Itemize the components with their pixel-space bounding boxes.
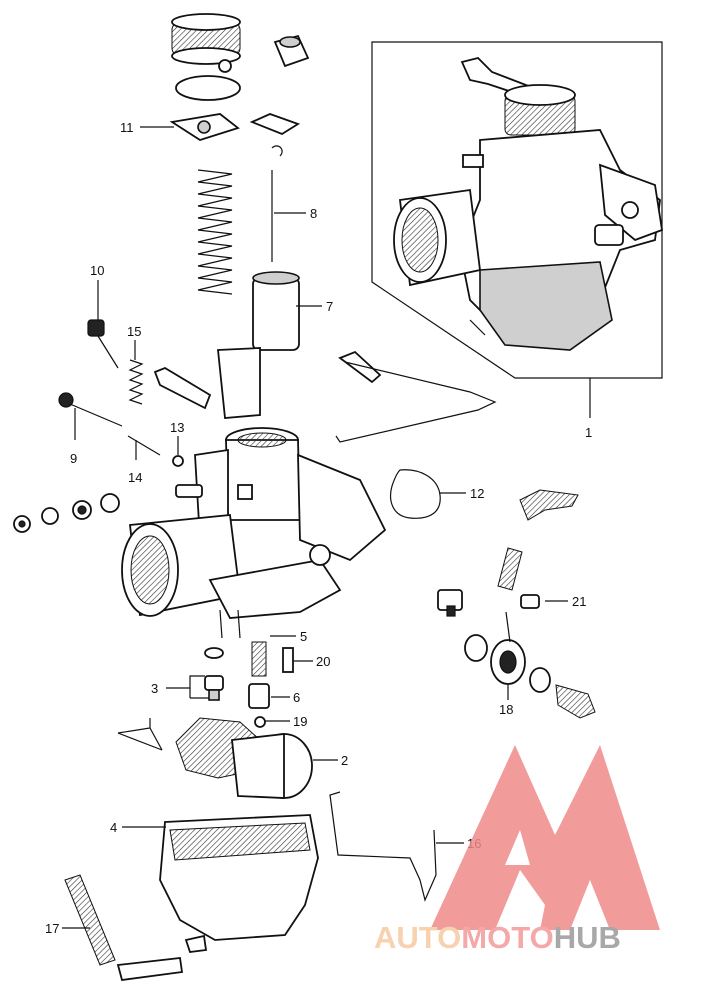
callout-17: 17 (45, 921, 59, 936)
callout-3: 3 (151, 681, 158, 696)
jets-and-float (117, 641, 313, 799)
callout-14: 14 (128, 470, 142, 485)
callout-1: 1 (585, 425, 592, 440)
left-small-parts (13, 319, 212, 533)
right-side-parts (389, 469, 596, 719)
callout-7: 7 (326, 299, 333, 314)
callout-19: 19 (293, 714, 307, 729)
callout-9: 9 (70, 451, 77, 466)
callout-21: 21 (572, 594, 586, 609)
callout-4: 4 (110, 820, 117, 835)
callout-15: 15 (127, 324, 141, 339)
float-bowl (159, 814, 319, 953)
assembled-carburetor-inset (371, 41, 664, 379)
watermark-text-hub: HUB (554, 920, 621, 955)
callout-6: 6 (293, 690, 300, 705)
tubes (64, 791, 437, 981)
callout-18: 18 (499, 702, 513, 717)
callout-10: 10 (90, 263, 104, 278)
watermark-text: AUTOMOTOHUB (374, 920, 621, 955)
callout-labels: 1 2 3 4 5 6 7 8 9 10 11 12 13 14 15 16 1… (45, 120, 592, 936)
callout-11: 11 (120, 120, 134, 135)
callout-13: 13 (170, 420, 184, 435)
main-carburetor-body (121, 427, 387, 639)
watermark-text-moto: MOTO (461, 920, 553, 955)
callout-5: 5 (300, 629, 307, 644)
watermark-text-auto: AUTO (374, 920, 461, 955)
choke-lever-rod (217, 347, 497, 443)
top-cap-assembly (169, 13, 310, 351)
callout-20: 20 (316, 654, 330, 669)
leader-lines (62, 126, 591, 929)
callout-2: 2 (341, 753, 348, 768)
callout-12: 12 (470, 486, 484, 501)
watermark-logo-mark (430, 745, 660, 930)
callout-8: 8 (310, 206, 317, 221)
watermark-logo: AUTOMOTOHUB (374, 745, 660, 955)
